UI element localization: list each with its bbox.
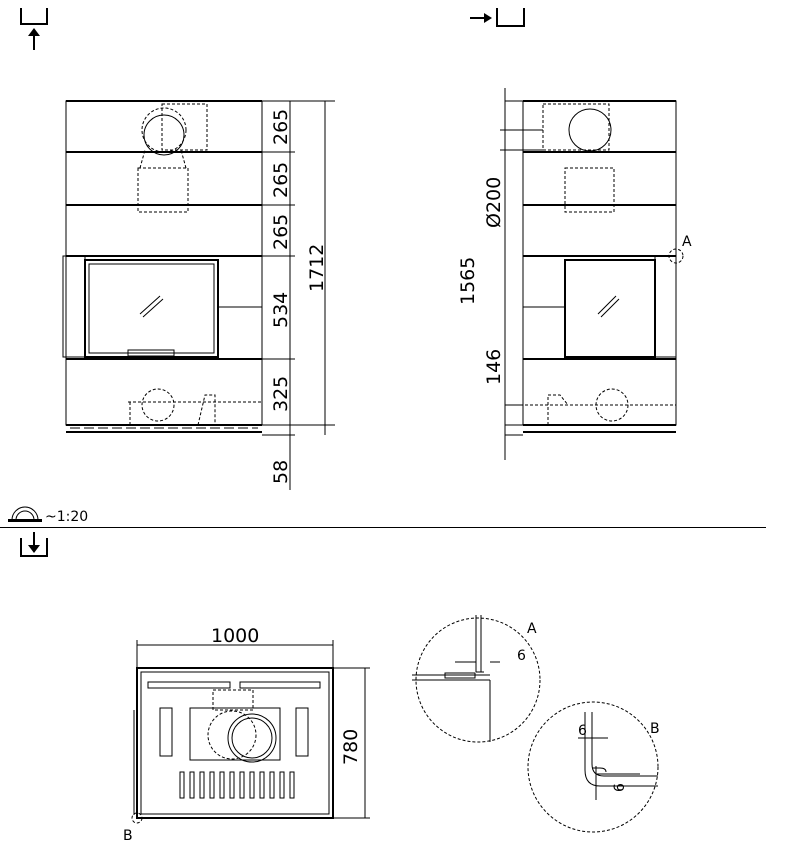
detail-b-marker: B — [123, 828, 133, 844]
dim-1565: 1565 — [457, 257, 479, 305]
dim-146: 146 — [483, 349, 505, 385]
dim-58: 58 — [270, 460, 292, 484]
scale-label: ~1:20 — [45, 509, 88, 525]
detail-a: A 6 — [412, 615, 541, 743]
dim-265-c: 265 — [270, 214, 292, 250]
dim-1712: 1712 — [306, 244, 328, 292]
detail-a-label: A — [527, 621, 537, 637]
front-view — [62, 100, 263, 433]
side-view: A — [505, 100, 692, 433]
dim-534: 534 — [270, 292, 292, 328]
dim-1000: 1000 — [211, 625, 259, 647]
dim-265-a: 265 — [270, 109, 292, 145]
view-from-front-icon — [20, 8, 48, 50]
view-from-top-icon — [20, 532, 48, 557]
detail-b: B 6 6 — [527, 701, 660, 833]
view-from-side-icon — [470, 8, 525, 27]
detail-a-gap: 6 — [517, 648, 526, 664]
detail-b-label: B — [650, 721, 660, 737]
side-view-dimensions: 1565 Ø200 146 — [457, 88, 543, 460]
dim-780: 780 — [340, 729, 362, 765]
front-view-dimensions: 265 265 265 534 325 58 1712 — [262, 100, 335, 490]
detail-b-gap-top: 6 — [578, 723, 587, 739]
protractor-scale-icon — [8, 506, 42, 522]
dim-265-b: 265 — [270, 162, 292, 198]
top-view: 1000 780 B — [123, 625, 370, 844]
dim-diameter-200: Ø200 — [483, 177, 505, 228]
detail-a-marker: A — [682, 234, 692, 250]
dim-325: 325 — [270, 376, 292, 412]
detail-b-gap-side: 6 — [612, 783, 628, 792]
